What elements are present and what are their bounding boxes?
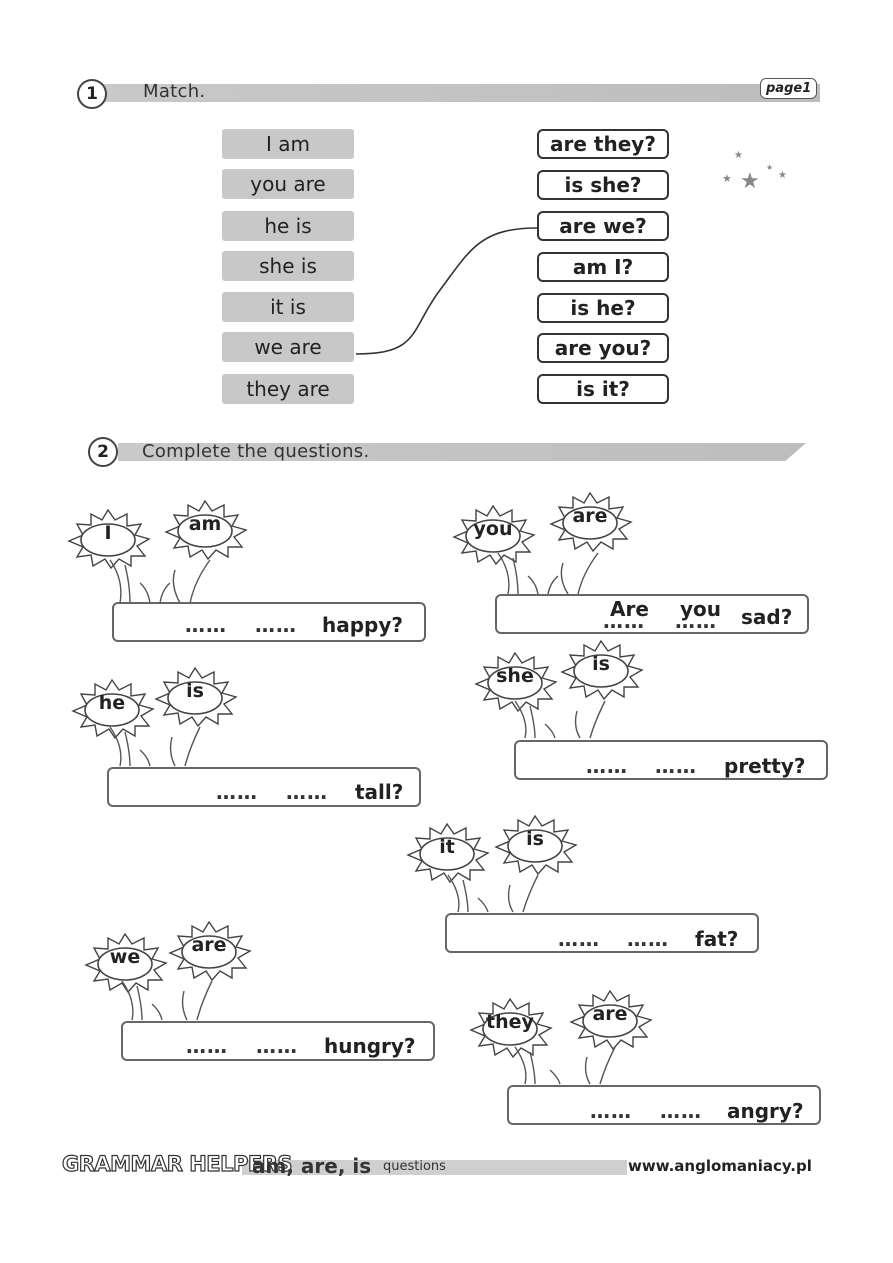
- answer-blank-1: ……: [603, 609, 645, 633]
- svg-text:★: ★: [778, 170, 787, 181]
- answer-blank-2: ……: [286, 780, 328, 804]
- flower-verb: is: [150, 664, 240, 727]
- match-right-item[interactable]: are we?: [537, 211, 669, 241]
- match-right-item[interactable]: are you?: [537, 333, 669, 363]
- flower-pronoun: you: [448, 502, 538, 565]
- match-right-item[interactable]: is it?: [537, 374, 669, 404]
- flower-pronoun: they: [465, 995, 555, 1058]
- flower-verb: is: [490, 812, 580, 875]
- match-left-item[interactable]: he is: [222, 211, 354, 241]
- answer-blank-1: ……: [185, 613, 227, 637]
- match-right-item[interactable]: is he?: [537, 293, 669, 323]
- answer-filled-1: Are: [610, 597, 649, 621]
- flower-stems-icon: [121, 980, 213, 1021]
- match-right-item[interactable]: am I?: [537, 252, 669, 282]
- flower-verb: are: [164, 918, 254, 981]
- flower-stems-icon: [497, 552, 599, 595]
- question-ending: angry?: [727, 1099, 804, 1123]
- match-right-item[interactable]: are they?: [537, 129, 669, 159]
- answer-box[interactable]: [507, 1085, 821, 1125]
- flower-verb: am: [160, 497, 250, 560]
- flower-stems-icon: [514, 1046, 616, 1085]
- match-left-item[interactable]: it is: [222, 292, 354, 322]
- flower-stems-icon: [447, 874, 539, 913]
- answer-box[interactable]: [495, 594, 809, 634]
- answer-box[interactable]: [445, 913, 759, 953]
- svg-text:★: ★: [734, 150, 743, 161]
- question-ending: happy?: [322, 613, 404, 637]
- section2-title: Complete the questions.: [142, 441, 370, 462]
- flower-stems-icon: [514, 700, 606, 739]
- flower-stems-icon: [109, 726, 201, 767]
- match-right-item[interactable]: is she?: [537, 170, 669, 200]
- section1-header-bar: [95, 84, 820, 102]
- match-left-item[interactable]: you are: [222, 169, 354, 199]
- footer-subtopic: questions: [383, 1159, 446, 1174]
- flower-pronoun: he: [67, 676, 157, 739]
- answer-blank-2: ……: [675, 609, 717, 633]
- question-ending: sad?: [741, 605, 793, 629]
- flower-pronoun: she: [470, 649, 560, 712]
- flower-verb: is: [556, 637, 646, 700]
- answer-blank-2: ……: [255, 613, 297, 637]
- flower-stems-icon: [109, 559, 211, 604]
- answer-box[interactable]: [121, 1021, 435, 1061]
- answer-blank-1: ……: [590, 1099, 632, 1123]
- answer-box[interactable]: [514, 740, 828, 780]
- answer-box[interactable]: [112, 602, 426, 642]
- match-left-item[interactable]: I am: [222, 129, 354, 159]
- answer-blank-1: ……: [586, 754, 628, 778]
- question-ending: tall?: [355, 780, 404, 804]
- answer-blank-2: ……: [256, 1034, 298, 1058]
- match-left-item[interactable]: she is: [222, 251, 354, 281]
- answer-blank-1: ……: [216, 780, 258, 804]
- match-left-item[interactable]: we are: [222, 332, 354, 362]
- answer-filled-2: you: [680, 597, 722, 621]
- question-ending: fat?: [695, 927, 739, 951]
- question-ending: hungry?: [324, 1034, 416, 1058]
- answer-box[interactable]: [107, 767, 421, 807]
- footer-url-link[interactable]: www.anglomaniacy.pl: [628, 1157, 812, 1175]
- answer-blank-2: ……: [627, 927, 669, 951]
- page-badge: page1: [760, 78, 818, 99]
- flower-pronoun: I: [63, 506, 153, 569]
- flower-pronoun: it: [402, 820, 492, 883]
- section2-number: 2: [88, 437, 118, 467]
- svg-text:★: ★: [740, 169, 760, 194]
- stars-decoration-icon: ★ ★ ★ ★ ★: [722, 150, 787, 194]
- footer-bar: [242, 1160, 627, 1175]
- match-connector-line: [355, 227, 538, 355]
- flower-pronoun: we: [80, 930, 170, 993]
- question-ending: pretty?: [724, 754, 806, 778]
- answer-blank-2: ……: [655, 754, 697, 778]
- section1-number: 1: [77, 79, 107, 109]
- answer-blank-1: ……: [558, 927, 600, 951]
- answer-blank-1: ……: [186, 1034, 228, 1058]
- brand-logo: GRAMMAR HELPERS: [61, 1151, 293, 1176]
- flower-verb: are: [565, 987, 655, 1050]
- match-left-item[interactable]: they are: [222, 374, 354, 404]
- flower-verb: are: [545, 489, 635, 552]
- answer-blank-2: ……: [660, 1099, 702, 1123]
- svg-text:★: ★: [722, 172, 732, 185]
- svg-text:★: ★: [766, 163, 773, 172]
- footer-topic: am, are, is: [252, 1154, 372, 1178]
- section1-title: Match.: [143, 81, 206, 102]
- section2-header-bar: [118, 443, 806, 461]
